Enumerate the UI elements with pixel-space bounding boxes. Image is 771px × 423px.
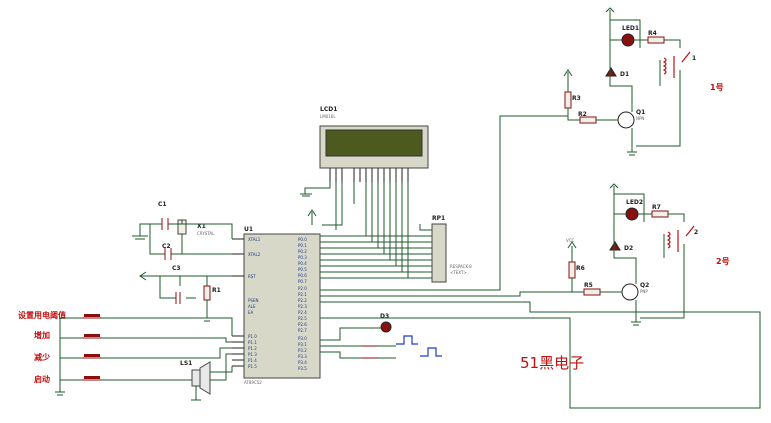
c2-label: C2: [162, 243, 171, 250]
svg-text:P3.3: P3.3: [298, 354, 307, 359]
buzzer-ref: LS1: [180, 360, 192, 367]
svg-text:EA: EA: [248, 310, 254, 315]
q2-sub: PNP: [640, 289, 648, 294]
svg-text:P1.0: P1.0: [248, 334, 257, 339]
svg-text:P2.2: P2.2: [298, 298, 307, 303]
svg-text:RST: RST: [248, 274, 256, 279]
svg-text:P1.2: P1.2: [248, 346, 257, 351]
svg-text:P3.5: P3.5: [298, 366, 307, 371]
q1-label: Q1: [636, 109, 645, 116]
r1-label: R1: [212, 287, 221, 294]
svg-text:P0.0: P0.0: [298, 237, 307, 242]
r7-label: R7: [652, 204, 661, 211]
led1-label: LED1: [622, 25, 639, 32]
svg-text:PSEN: PSEN: [248, 298, 258, 303]
svg-text:P0.5: P0.5: [298, 267, 307, 272]
brand-watermark: 51黑电子: [520, 354, 584, 372]
rp-model: RESPACK-8: [450, 264, 472, 269]
d3-label: D3: [380, 313, 389, 320]
q1-sub: NPN: [636, 116, 644, 121]
svg-text:P2.5: P2.5: [298, 316, 307, 321]
resistor-pack: RP1 RESPACK-8 <TEXT>: [320, 215, 472, 283]
svg-text:P0.6: P0.6: [298, 273, 307, 278]
svg-text:P3.4: P3.4: [298, 360, 307, 365]
relay1-label: 1: [692, 55, 696, 62]
lcd-ref: LCD1: [320, 106, 337, 113]
svg-text:P2.4: P2.4: [298, 310, 307, 315]
button-panel: 设置用电阈值 增加 减少 启动: [18, 310, 233, 396]
rp-ref: RP1: [432, 215, 445, 222]
mcu-ref: U1: [244, 226, 253, 233]
svg-text:P0.4: P0.4: [298, 261, 307, 266]
svg-text:P3.2: P3.2: [298, 348, 307, 353]
svg-text:P0.2: P0.2: [298, 249, 307, 254]
svg-text:P1.1: P1.1: [248, 340, 257, 345]
vcc-label: VCC: [566, 238, 575, 243]
svg-text:P2.7: P2.7: [298, 328, 307, 333]
lcd-module: LCD1 LM016L: [319, 106, 429, 182]
led2-label: LED2: [626, 199, 643, 206]
svg-text:P3.0: P3.0: [298, 336, 307, 341]
svg-text:P2.3: P2.3: [298, 304, 307, 309]
button-label-start: 启动: [34, 374, 50, 384]
r3-label: R3: [572, 95, 581, 102]
svg-text:P2.0: P2.0: [298, 286, 307, 291]
svg-text:XTAL1: XTAL1: [248, 237, 261, 242]
indicator-led-d3: D3: [320, 313, 442, 359]
button-label-increase: 增加: [34, 330, 50, 340]
svg-text:XTAL2: XTAL2: [248, 252, 261, 257]
lcd-model: LM016L: [320, 114, 336, 119]
relay-channel-2: LED2 R7 D2 R6 R5 Q2 PNP 2 2号 VCC: [320, 183, 730, 326]
r4-label: R4: [648, 30, 657, 37]
relay2-label: 2: [694, 229, 698, 236]
d1-label: D1: [620, 71, 629, 78]
button-label-set-threshold: 设置用电阈值: [18, 310, 66, 320]
r2-label: R2: [578, 111, 587, 118]
relay2-tag: 2号: [716, 257, 730, 266]
svg-text:P3.1: P3.1: [298, 342, 307, 347]
svg-text:P1.4: P1.4: [248, 358, 257, 363]
oscillator-circuit: C1 C2 X1 CRYSTAL: [132, 201, 233, 260]
c1-label: C1: [158, 201, 167, 208]
svg-text:P0.1: P0.1: [298, 243, 307, 248]
c3-label: C3: [172, 265, 181, 272]
reset-circuit: C3 R1: [139, 265, 232, 322]
r5-label: R5: [584, 282, 593, 289]
button-label-decrease: 减少: [34, 352, 50, 362]
relay-control-wires: [320, 120, 761, 409]
svg-text:P0.7: P0.7: [298, 279, 307, 284]
buzzer: LS1: [180, 360, 233, 401]
relay-channel-1: LED1 R4 D1 R3 R2 Q1 NPN 1 1号: [499, 7, 724, 156]
svg-text:P1.5: P1.5: [248, 364, 257, 369]
r6-label: R6: [576, 265, 585, 272]
crystal-value: CRYSTAL: [197, 231, 215, 236]
crystal-ref: X1: [197, 223, 206, 230]
svg-text:P2.1: P2.1: [298, 292, 307, 297]
rp-text: <TEXT>: [450, 270, 467, 275]
relay1-tag: 1号: [710, 83, 724, 92]
svg-text:P1.3: P1.3: [248, 352, 257, 357]
svg-text:ALE: ALE: [248, 304, 256, 309]
svg-text:P2.6: P2.6: [298, 322, 307, 327]
mcu-model: AT89C52: [244, 380, 262, 385]
q2-label: Q2: [640, 282, 649, 289]
svg-text:P0.3: P0.3: [298, 255, 307, 260]
d2-label: D2: [624, 245, 633, 252]
